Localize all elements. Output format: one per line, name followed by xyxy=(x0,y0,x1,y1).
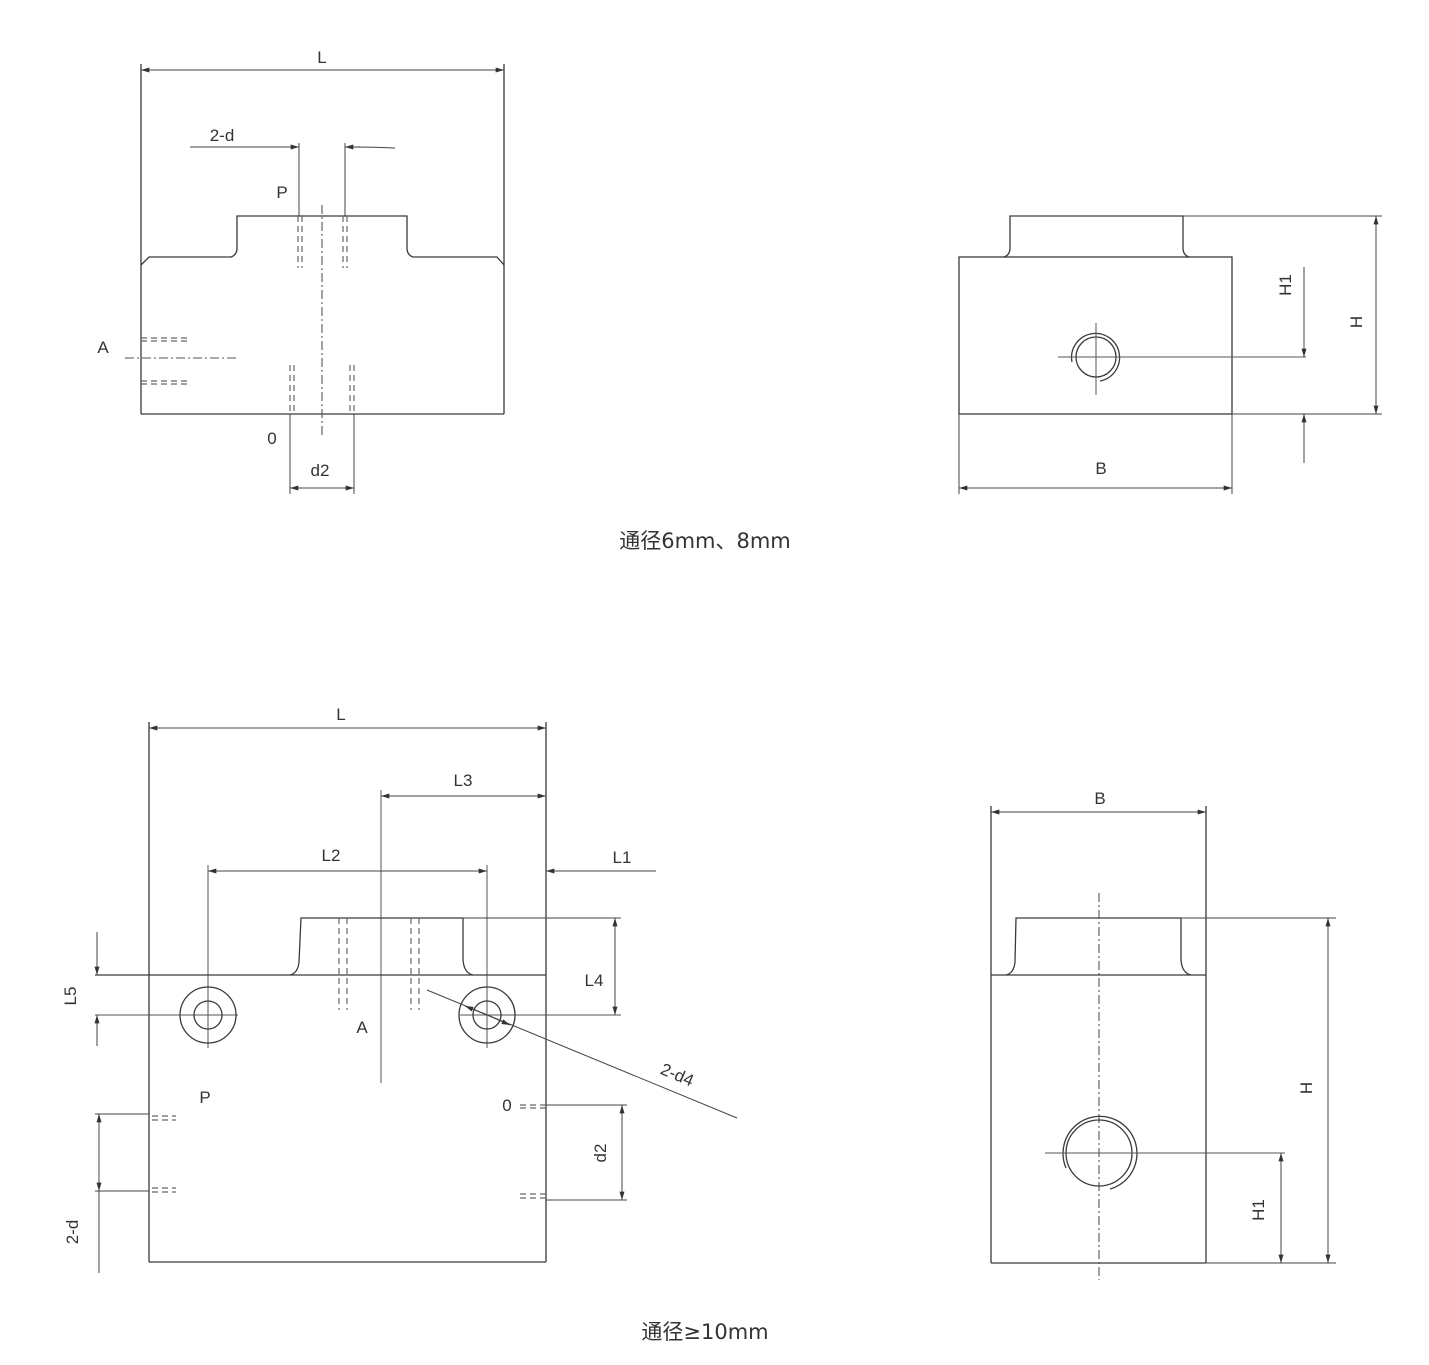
dim-2d-label: 2-d xyxy=(63,1220,82,1245)
dim-L5-label: L5 xyxy=(61,987,80,1006)
side-view-small: H1 H B xyxy=(958,215,1382,494)
caption-large-bore: 通径≥10mm xyxy=(641,1320,768,1344)
dim-L1-label: L1 xyxy=(613,848,632,867)
dim-H1-label: H1 xyxy=(1249,1199,1268,1221)
dim-H-label: H xyxy=(1347,316,1366,328)
port-A-label: A xyxy=(356,1018,368,1037)
dim-2d-label: 2-d xyxy=(210,126,235,145)
dim-B-label: B xyxy=(1094,789,1105,808)
front-view-large: L L3 L2 L1 L4 L5 A P 0 2-d4 d2 2-d xyxy=(61,705,738,1273)
dim-L2-label: L2 xyxy=(322,846,341,865)
dim-L3-label: L3 xyxy=(454,771,473,790)
dim-L-label: L xyxy=(336,705,345,724)
dim-L4-label: L4 xyxy=(585,971,604,990)
port-P-label: P xyxy=(199,1088,210,1107)
dim-d2-label: d2 xyxy=(591,1144,610,1163)
port-P-label: P xyxy=(276,183,287,202)
dim-H-label: H xyxy=(1297,1082,1316,1094)
dim-B-label: B xyxy=(1095,459,1106,478)
caption-small-bore: 通径6mm、8mm xyxy=(619,529,791,553)
dim-d2-label: d2 xyxy=(311,461,330,480)
dim-H1-label: H1 xyxy=(1276,274,1295,296)
dim-2d4-label: 2-d4 xyxy=(658,1060,697,1091)
port-O-label: 0 xyxy=(502,1096,511,1115)
dim-L-label: L xyxy=(317,48,326,67)
front-view-small: L 2-d P A 0 d2 xyxy=(97,48,505,494)
port-O-label: 0 xyxy=(267,429,276,448)
side-view-large: B H H1 xyxy=(990,789,1336,1280)
port-A-label: A xyxy=(97,338,109,357)
